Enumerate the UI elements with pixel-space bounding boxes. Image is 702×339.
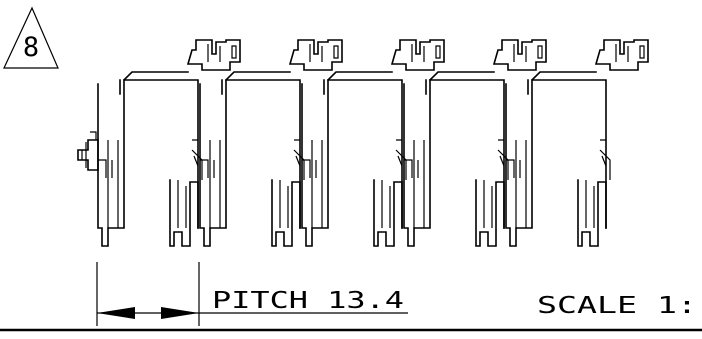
revision-number: 8 xyxy=(23,32,39,63)
scale-label: SCALE 1: xyxy=(537,293,697,319)
module-inner-wall xyxy=(209,140,221,228)
module-body-outline xyxy=(97,79,199,247)
terminal-cap-detail xyxy=(207,44,237,62)
module-body-outline xyxy=(505,79,607,247)
connector-module xyxy=(403,39,547,247)
module-right-foot xyxy=(373,179,403,247)
module-right-foot xyxy=(577,179,607,247)
terminal-cap xyxy=(594,39,649,71)
terminal-cap-detail xyxy=(411,44,441,62)
terminal-cap-detail xyxy=(309,44,339,62)
module-foot-rib xyxy=(483,180,493,228)
module-top-ridge xyxy=(425,71,495,95)
terminal-cap xyxy=(390,39,445,71)
module-foot-rib xyxy=(279,180,289,228)
module-foot-rib xyxy=(381,180,391,228)
module-body-outline xyxy=(301,79,403,247)
module-top-ridge xyxy=(119,71,189,95)
module-left-step xyxy=(200,159,215,178)
terminal-cap xyxy=(288,39,343,71)
terminal-cap-detail xyxy=(615,44,645,62)
connector-module xyxy=(199,39,343,247)
terminal-cap xyxy=(492,39,547,71)
module-top-ridge xyxy=(527,71,597,95)
connector-module xyxy=(505,39,649,247)
module-left-step xyxy=(404,159,419,178)
module-right-foot xyxy=(169,179,199,247)
dimension-arrow-left xyxy=(97,307,135,319)
module-right-foot xyxy=(475,179,505,247)
pitch-label: PITCH 13.4 xyxy=(212,288,404,314)
connector-modules xyxy=(97,39,649,247)
revision-triangle-marker: 8 xyxy=(3,6,59,69)
module-left-step xyxy=(98,159,113,178)
pitch-dimension: PITCH 13.4 xyxy=(96,262,408,326)
module-inner-wall xyxy=(515,140,527,228)
module-foot-rib xyxy=(177,180,187,228)
side-latch xyxy=(77,131,99,171)
module-left-step xyxy=(506,159,521,178)
module-inner-wall xyxy=(107,140,119,228)
connector-module xyxy=(301,39,445,247)
module-body-outline xyxy=(199,79,301,247)
module-inner-wall xyxy=(413,140,425,228)
module-top-ridge xyxy=(221,71,291,95)
module-left-step xyxy=(302,159,317,178)
module-top-ridge xyxy=(323,71,393,95)
module-body-outline xyxy=(403,79,505,247)
module-inner-wall xyxy=(311,140,323,228)
dimension-arrow-right xyxy=(161,307,199,319)
module-latch-tab xyxy=(599,139,611,180)
module-foot-rib xyxy=(585,180,595,228)
module-right-foot xyxy=(271,179,301,247)
terminal-cap-detail xyxy=(513,44,543,62)
terminal-cap xyxy=(186,39,241,71)
connector-module xyxy=(97,39,241,247)
